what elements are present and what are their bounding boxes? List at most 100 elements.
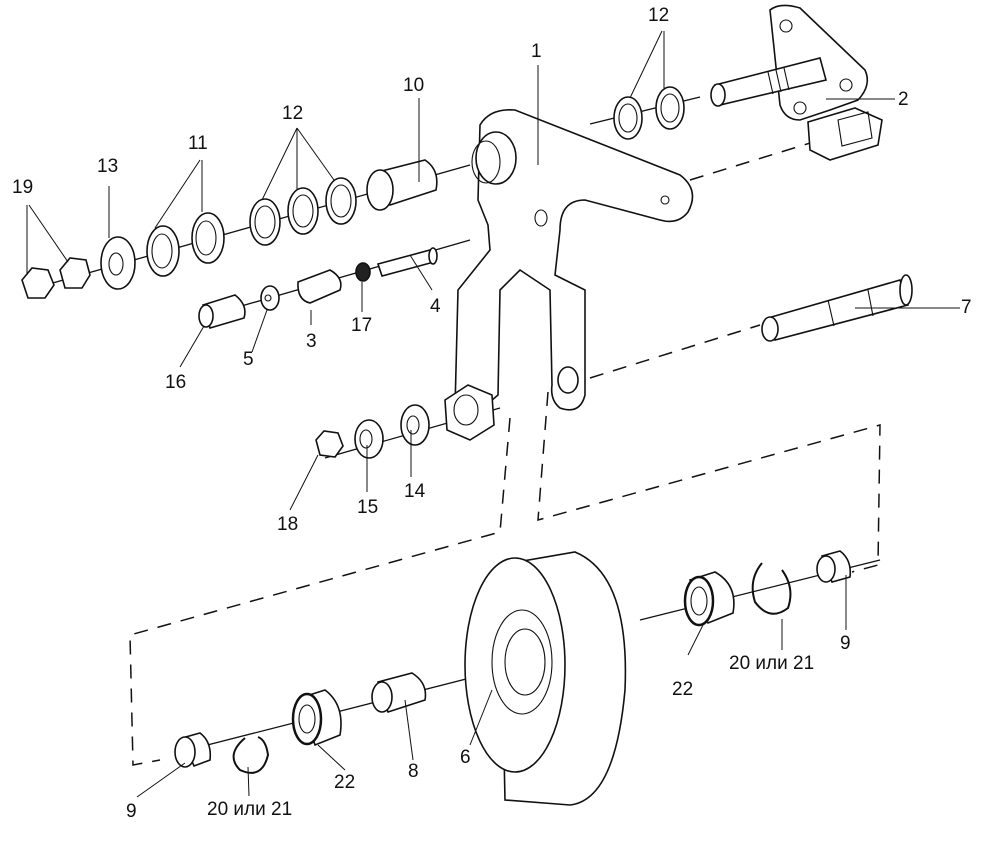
washers-part-12-right [613,86,685,140]
washer-15 [354,419,384,459]
leader-16 [179,325,205,368]
pin-groove-3 [783,67,790,91]
pin-tip [710,83,726,107]
bolt-4 [376,249,436,277]
label-part-12-left: 12 [282,103,304,124]
leader-5 [251,309,268,353]
washer-11-b [191,212,225,264]
label-part-9-right: 9 [840,633,851,654]
pin-clamp-slot [837,111,873,147]
flange-hole-2 [839,78,853,92]
label-part-1: 1 [531,41,542,62]
label-part-10: 10 [403,75,425,96]
bushing-9-right-end [816,555,836,583]
roller-left-parts [174,672,427,774]
washer-12-r1 [613,96,643,140]
pin-groove-1 [767,71,774,95]
cap-16 [202,294,246,329]
label-part-11: 11 [188,133,208,154]
label-part-20-21-left: 20 или 21 [207,799,293,820]
label-part-17: 17 [351,315,373,336]
bracket-part-1 [444,108,694,441]
leader-22-left [317,744,346,771]
label-part-6: 6 [460,747,471,768]
bolt-4-head [428,247,438,265]
dashed-guide-bracket [689,139,821,181]
label-part-4: 4 [430,296,441,317]
bushing-9-left-end [174,736,196,768]
washer-14 [400,404,430,446]
flange-hole-1 [779,19,793,33]
washer-11-a-bore [151,233,173,269]
bushing-10-end [366,169,394,211]
pin-clamp-block [807,107,883,161]
washer-12-l2-bore [292,194,314,228]
label-part-9-left: 9 [126,801,137,822]
label-part-14: 14 [404,481,426,502]
nut-19-b [59,257,91,289]
shaft-body [766,279,910,341]
leader-19-b [28,204,69,263]
washer-15-bore [359,429,373,449]
label-part-3: 3 [306,331,317,352]
shaft-part-7 [761,274,913,342]
leader-11-a [154,159,201,229]
label-part-20-21-right: 20 или 21 [729,653,815,674]
middle-row [198,247,438,329]
label-part-7: 7 [961,297,972,318]
shaft-tip [761,316,779,342]
washer-12-l1-bore [254,205,276,239]
roller-face [464,557,566,773]
bracket-hex-nut-bore [453,394,479,426]
label-part-2: 2 [898,89,909,110]
washer-11-b-bore [195,220,217,256]
label-part-18: 18 [277,514,299,535]
leader-20-21-left [247,766,250,797]
shaft-ring-2 [867,289,874,317]
shaft-ring-1 [827,299,835,327]
lower-mid-row [315,404,430,459]
leader-4 [409,254,433,291]
washer-12-r2-bore [660,93,680,123]
nut-19-a [21,267,55,299]
label-part-5: 5 [243,349,254,370]
upper-left-stack [21,159,438,299]
washer-13 [100,236,136,290]
bracket-hole-center [534,209,548,227]
bracket-bushing-bore [471,140,501,184]
pin-part-2 [710,4,883,161]
nut-5-bore [264,294,272,302]
leader-12-r1 [629,30,663,99]
bracket-hole-lower [557,366,579,394]
bearing-22-right-bore [690,586,708,616]
washer-14-bore [406,415,420,435]
nut-5 [260,285,280,311]
label-part-12-right: 12 [648,5,670,26]
label-part-13: 13 [97,156,119,177]
bearing-22-left-face [291,692,323,746]
leader-18 [289,454,319,511]
washer-13-bore [108,252,124,276]
washer-12-l3-bore [330,184,352,218]
washer-12-r1-bore [618,103,638,133]
label-part-22-right: 22 [672,679,694,700]
bushing-8-end [371,681,393,713]
roller-right-parts [683,550,852,627]
washer-12-r2 [655,86,685,130]
shaft-head [899,274,913,306]
leader-9-left [136,762,186,798]
dashed-guide-right-loop [537,391,881,573]
leader-22-right [687,624,704,656]
pin-groove-2 [775,69,782,93]
circlip-20-21-left [232,736,270,774]
roller-hub [491,609,553,715]
label-part-8: 8 [408,761,419,782]
bracket-hole-end [660,195,670,205]
label-part-19: 19 [12,177,34,198]
roller-bore [504,628,546,696]
roller-part-6 [464,551,627,806]
spring-17 [355,262,371,282]
nut-18 [315,430,344,458]
